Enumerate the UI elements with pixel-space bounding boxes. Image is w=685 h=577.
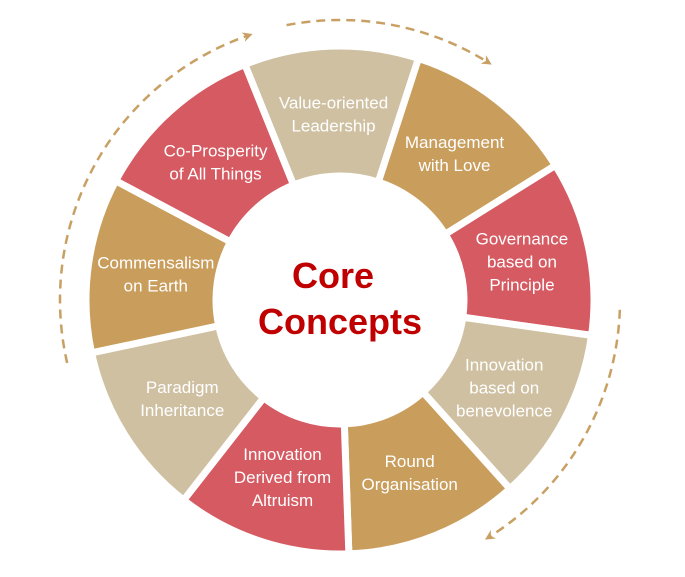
- circular-arrow-2: [484, 309, 622, 540]
- segment-6-label-line-1: Innovation: [243, 445, 321, 464]
- segment-1-label-line-2: Leadership: [291, 117, 375, 136]
- segment-9-label-line-2: of All Things: [169, 164, 261, 183]
- segment-8-label-line-1: Commensalism: [97, 254, 214, 273]
- center-circle: [214, 174, 466, 426]
- segment-7-label-line-1: Paradigm: [146, 378, 219, 397]
- circular-arrow-3: [58, 32, 253, 364]
- segment-3-label-line-3: Principle: [489, 275, 554, 294]
- segment-5-label-line-2: Organisation: [361, 475, 457, 494]
- segment-8-label-line-2: on Earth: [124, 277, 188, 296]
- segment-9-label-line-1: Co-Prosperity: [164, 141, 268, 160]
- segment-7-label-line-2: Inheritance: [140, 401, 224, 420]
- segment-6-label-line-3: Altruism: [252, 491, 313, 510]
- segment-2-label-line-2: with Love: [418, 156, 491, 175]
- segment-1-label-line-1: Value-oriented: [279, 94, 388, 113]
- circular-arrow-1: [286, 18, 492, 65]
- segment-5-label-line-1: Round: [385, 452, 435, 471]
- segment-2-label-line-1: Management: [405, 133, 505, 152]
- segment-3-label-line-1: Governance: [476, 229, 569, 248]
- center-title-line1: Core: [292, 255, 374, 296]
- segment-4-label-line-3: benevolence: [456, 401, 552, 420]
- circular-arrow-icon: [58, 18, 622, 540]
- segment-4-label-line-2: based on: [469, 378, 539, 397]
- segment-6-label-line-2: Derived from: [234, 468, 331, 487]
- segment-4-label-line-1: Innovation: [465, 355, 543, 374]
- center-title-line2: Concepts: [258, 301, 422, 342]
- segment-3-label-line-2: based on: [487, 252, 557, 271]
